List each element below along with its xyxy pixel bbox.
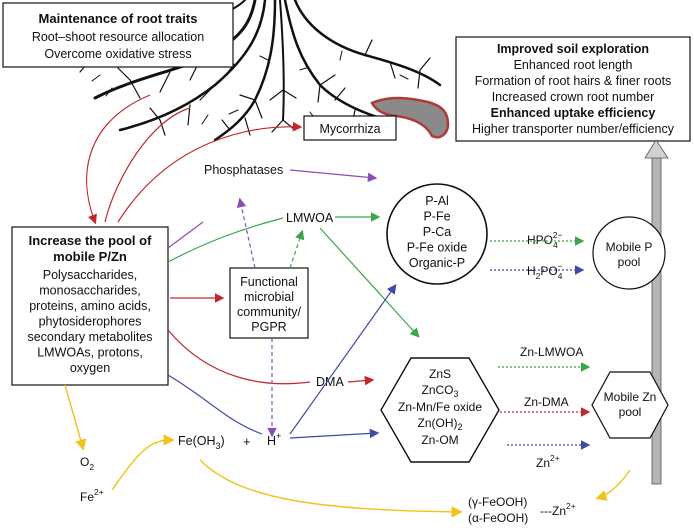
uptake-pipe-arrowhead [644, 139, 669, 159]
soil-title: Improved soil exploration [497, 42, 649, 56]
pool-item: secondary metabolites [27, 330, 152, 344]
phosphatases-label: Phosphatases [204, 163, 283, 177]
hplus-label: H+ [267, 431, 281, 448]
fe2-label: Fe2+ [80, 487, 104, 504]
p-form-label: P-Fe [423, 210, 450, 224]
pool-title-line1: Increase the pool of [29, 233, 152, 248]
p-form-label: Organic-P [409, 256, 465, 270]
mycorrhiza-label: Mycorrhiza [319, 122, 380, 136]
pool-item: phytosiderophores [39, 315, 142, 329]
blue-arrows [167, 265, 591, 450]
lmwoa-label: LMWOA [286, 211, 334, 225]
plus-sign: + [243, 434, 251, 449]
feoh3-label: Fe(OH3) [178, 434, 225, 451]
soil-line1: Enhanced root length [514, 58, 633, 72]
pool-item: proteins, amino acids, [29, 299, 151, 313]
hpo4-label: HPO42− [527, 230, 562, 250]
red-arrows [86, 94, 375, 386]
pool-item: LMWOAs, protons, [37, 346, 143, 360]
soil-exploration-box [455, 36, 691, 142]
maintenance-title: Maintenance of root traits [39, 11, 198, 26]
mobile-p-line2: pool [618, 255, 641, 269]
znco3-label: ZnCO3 [421, 383, 458, 399]
yellow-arrows [64, 384, 631, 518]
uptake-pipe [651, 157, 662, 485]
maintenance-box [2, 2, 234, 68]
zns-label: ZnS [429, 367, 451, 381]
p-form-label: P-Ca [423, 225, 452, 239]
soil-line4: Higher transporter number/efficiency [472, 122, 675, 136]
mobile-zn-line2: pool [619, 405, 642, 419]
o2-label: O2 [80, 455, 94, 472]
microbial-line: Functional [240, 275, 298, 289]
zn-dma-label: Zn-DMA [524, 395, 569, 409]
mobile-p-circle [592, 216, 666, 290]
microbial-line: PGPR [251, 320, 286, 334]
feooh-zn-label: ---Zn2+ [540, 501, 576, 518]
green-arrows [167, 212, 591, 372]
soil-line3: Increased crown root number [492, 90, 655, 104]
microbial-community-box [229, 267, 309, 339]
soil-title2: Enhanced uptake efficiency [491, 106, 656, 120]
p-form-label: P-Fe oxide [407, 241, 467, 255]
soil-line2: Formation of root hairs & finer roots [475, 74, 672, 88]
pool-title-line2: mobile P/Zn [53, 249, 127, 264]
microbial-line: microbial [244, 290, 294, 304]
purple-arrows [167, 169, 378, 438]
mobile-p-line1: Mobile P [606, 240, 653, 254]
h2po4-label: H2PO4− [527, 261, 563, 281]
znmnfe-label: Zn-Mn/Fe oxide [398, 400, 482, 414]
zn2-label: Zn2+ [536, 453, 560, 470]
mobile-zn-hexagon [591, 371, 669, 439]
p-forms-circle [386, 183, 488, 285]
pool-item: monosaccharides, [39, 284, 140, 298]
pool-increase-box [11, 226, 169, 386]
mobile-zn-line1: Mobile Zn [604, 390, 657, 404]
znom-label: Zn-OM [421, 433, 458, 447]
pool-item: oxygen [70, 361, 110, 375]
microbial-line: community/ [237, 305, 301, 319]
znoh2-label: Zn(OH)2 [417, 416, 462, 432]
feooh-alpha-label: (α-FeOOH) [468, 511, 528, 525]
zn-forms-hexagon [380, 357, 500, 463]
pool-item: Polysaccharides, [43, 268, 138, 282]
zn-lmwoa-label: Zn-LMWOA [520, 345, 583, 359]
maintenance-line1: Root–shoot resource allocation [32, 30, 204, 44]
p-form-label: P-Al [425, 194, 449, 208]
mycorrhiza-box [303, 115, 397, 141]
feooh-gamma-label: (γ-FeOOH) [468, 495, 527, 509]
maintenance-line2: Overcome oxidative stress [44, 47, 191, 61]
dma-label: DMA [316, 375, 344, 389]
